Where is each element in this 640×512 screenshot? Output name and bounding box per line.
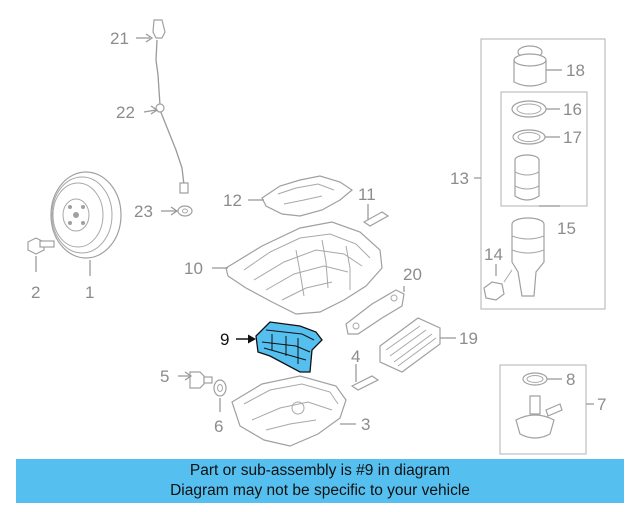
callout-1: 1 (85, 283, 94, 302)
sensor-frame (499, 364, 587, 455)
oil-dipstick (152, 19, 189, 194)
sealant-tube-lower (350, 364, 380, 391)
callout-23: 23 (134, 202, 153, 221)
callout-19: 19 (459, 329, 478, 348)
callout-4: 4 (351, 347, 360, 366)
callout-12: 12 (223, 191, 242, 210)
filter-housing (483, 217, 545, 301)
callout-15: 15 (557, 219, 576, 238)
dipstick-seal (177, 205, 193, 217)
callout-22: 22 (116, 103, 135, 122)
callout-7: 7 (597, 395, 606, 414)
callout-13: 13 (450, 169, 469, 188)
callout-8: 8 (566, 370, 575, 389)
filter-housing-cap (513, 45, 547, 87)
banner-line-2: Diagram may not be specific to your vehi… (170, 482, 470, 499)
banner-line-1: Part or sub-assembly is #9 in diagram (189, 462, 451, 479)
callout-18: 18 (566, 61, 585, 80)
oil-pan-upper-section (225, 221, 383, 315)
callout-20: 20 (403, 265, 422, 284)
info-banner: Part or sub-assembly is #9 in diagram Di… (16, 459, 624, 503)
oil-filter-element (514, 154, 540, 201)
oil-level-sensor (515, 395, 563, 439)
o-ring-large (511, 100, 547, 118)
callout-9: 9 (220, 330, 229, 349)
pulley-bolt (27, 237, 55, 255)
drain-plug (189, 371, 213, 389)
callout-14: 14 (484, 245, 503, 264)
callout-6: 6 (214, 417, 223, 436)
oil-pan-upper-cover (261, 175, 354, 217)
callout-21: 21 (110, 29, 129, 48)
callout-16: 16 (563, 100, 582, 119)
callout-5: 5 (160, 367, 169, 386)
oil-pan-lower (231, 375, 347, 447)
callout-17: 17 (563, 128, 582, 147)
sensor-seal-ring (522, 372, 548, 386)
callout-2: 2 (31, 283, 40, 302)
callout-10: 10 (184, 259, 203, 278)
callout-11: 11 (358, 185, 376, 204)
drain-plug-washer (213, 379, 227, 397)
mounting-bracket (345, 286, 405, 335)
o-ring-small (512, 129, 546, 145)
oil-cooler (379, 317, 441, 373)
crankshaft-pulley (50, 171, 122, 259)
highlighted-part-9 (255, 321, 323, 373)
callout-3: 3 (361, 415, 370, 434)
sealant-tube-upper (362, 204, 390, 227)
filter-assembly-frame (480, 38, 606, 310)
